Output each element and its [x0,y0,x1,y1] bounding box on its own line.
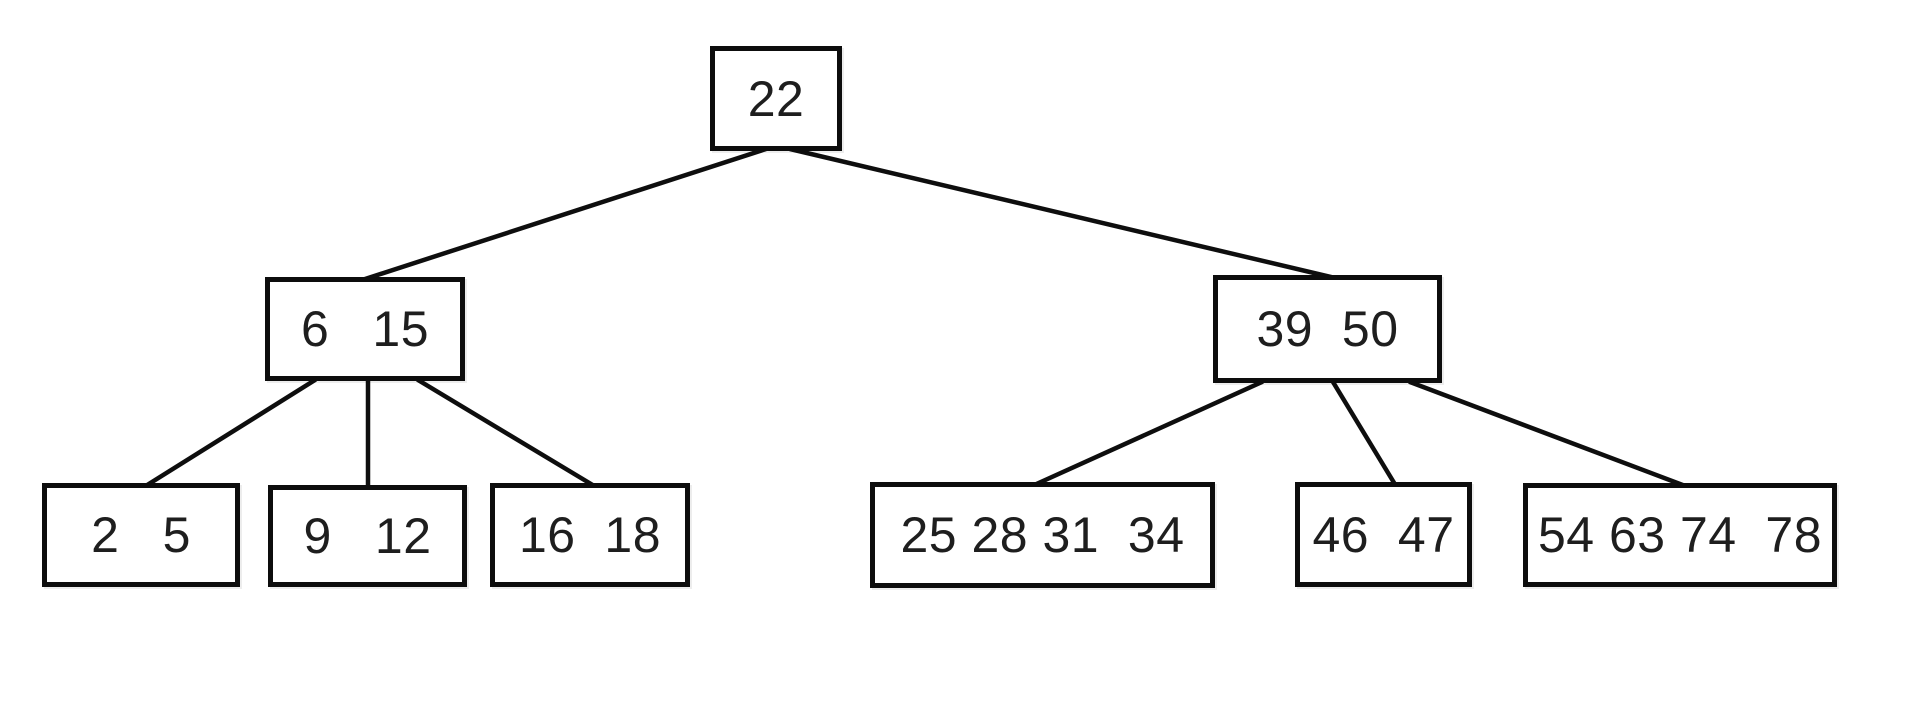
node-internal-right: 39 50 [1213,275,1442,383]
edge-root-to-internal-left [359,146,769,283]
node-leaf-5: 46 47 [1295,482,1472,587]
edge-internal-right-to-leaf-6 [1407,379,1691,490]
node-leaf-1: 2 5 [42,483,240,587]
node-leaf-4: 25 28 31 34 [870,482,1215,588]
node-leaf-3: 16 18 [490,483,690,587]
node-leaf-2: 9 12 [268,485,467,587]
edge-internal-left-to-leaf-1 [141,377,318,490]
edge-internal-right-to-leaf-5 [1330,379,1399,489]
edge-internal-left-to-leaf-3 [415,377,599,490]
node-leaf-6: 54 63 74 78 [1523,483,1837,587]
node-root: 22 [710,46,842,151]
edge-root-to-internal-right [787,146,1338,281]
node-internal-left: 6 15 [265,277,465,381]
edge-internal-right-to-leaf-4 [1029,379,1265,489]
